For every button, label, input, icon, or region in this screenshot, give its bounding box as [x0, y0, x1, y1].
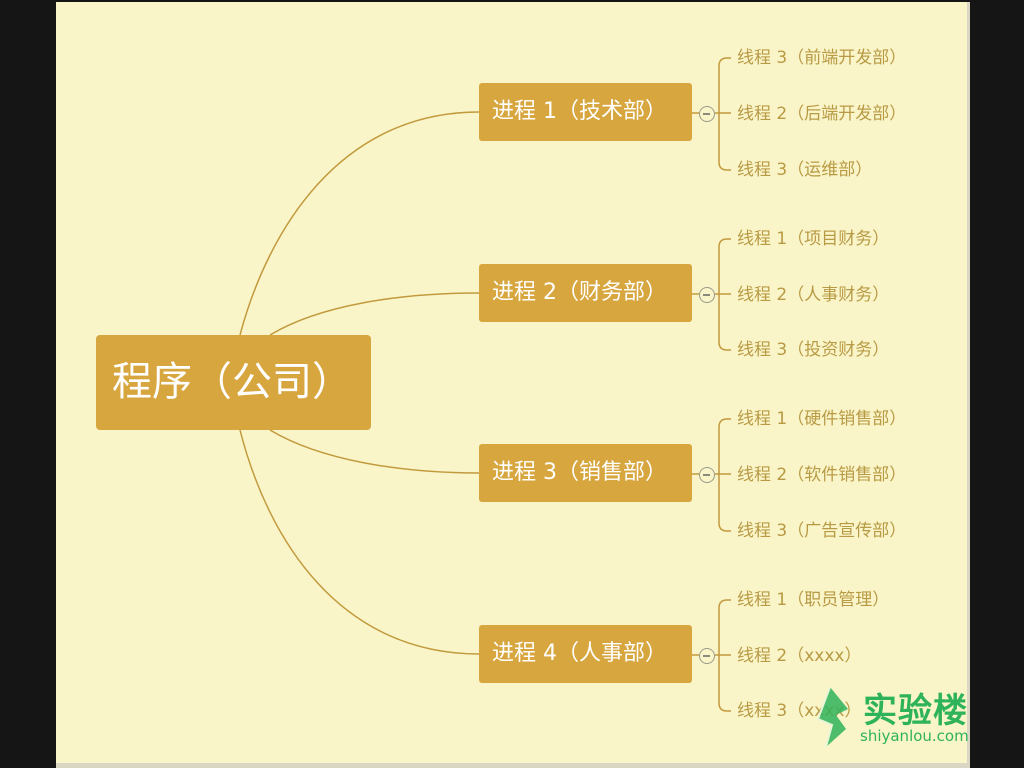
leaf-node[interactable]: 线程 2（后端开发部）	[737, 104, 907, 124]
canvas-edge-right	[967, 2, 970, 764]
leaf-node[interactable]: 线程 3（前端开发部）	[737, 48, 907, 68]
collapse-toggle-icon[interactable]	[699, 287, 715, 303]
leaf-node[interactable]: 线程 1（项目财务）	[737, 229, 890, 249]
watermark-name: 实验楼	[863, 691, 968, 731]
leaf-node[interactable]: 线程 1（职员管理）	[737, 590, 890, 610]
leaf-node[interactable]: 线程 3（广告宣传部）	[737, 521, 907, 541]
watermark-domain: shiyanlou.com	[860, 727, 969, 745]
watermark: 实验楼 shiyanlou.com	[808, 685, 978, 751]
leaf-node[interactable]: 线程 3（运维部）	[737, 160, 873, 180]
branch-node-sales[interactable]: 进程 3（销售部）	[479, 444, 692, 502]
canvas-edge-bottom	[56, 763, 970, 768]
root-node[interactable]: 程序（公司）	[96, 335, 371, 430]
collapse-toggle-icon[interactable]	[699, 467, 715, 483]
branch-node-tech[interactable]: 进程 1（技术部）	[479, 83, 692, 141]
shiyanlou-logo-icon	[816, 686, 848, 748]
leaf-node[interactable]: 线程 2（xxxx）	[737, 646, 862, 666]
leaf-node[interactable]: 线程 2（软件销售部）	[737, 465, 907, 485]
branch-node-hr[interactable]: 进程 4（人事部）	[479, 625, 692, 683]
leaf-node[interactable]: 线程 2（人事财务）	[737, 285, 890, 305]
collapse-toggle-icon[interactable]	[699, 648, 715, 664]
collapse-toggle-icon[interactable]	[699, 106, 715, 122]
branch-node-finance[interactable]: 进程 2（财务部）	[479, 264, 692, 322]
leaf-node[interactable]: 线程 3（投资财务）	[737, 340, 890, 360]
leaf-node[interactable]: 线程 1（硬件销售部）	[737, 409, 907, 429]
